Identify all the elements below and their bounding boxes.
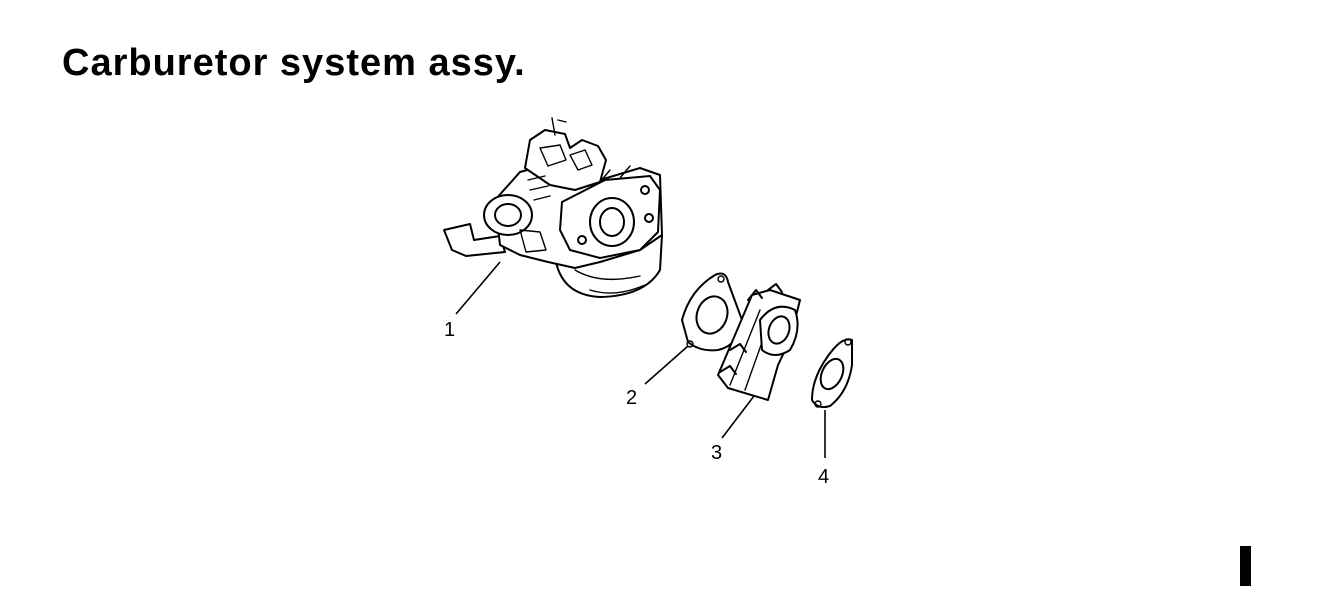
leader-line-2: [644, 345, 689, 385]
callout-2: 2: [626, 387, 638, 409]
leader-line-1: [455, 261, 501, 315]
insulator-illustration: [717, 283, 801, 401]
leader-line-3: [721, 395, 755, 439]
section-tab-marker: [1240, 546, 1251, 586]
callout-3: 3: [711, 442, 723, 464]
callout-1: 1: [444, 319, 456, 341]
page-title: Carburetor system assy.: [62, 42, 526, 84]
gasket-illustration-2: [811, 338, 853, 409]
carburetor-illustration: [443, 117, 663, 298]
callout-4: 4: [818, 466, 830, 488]
